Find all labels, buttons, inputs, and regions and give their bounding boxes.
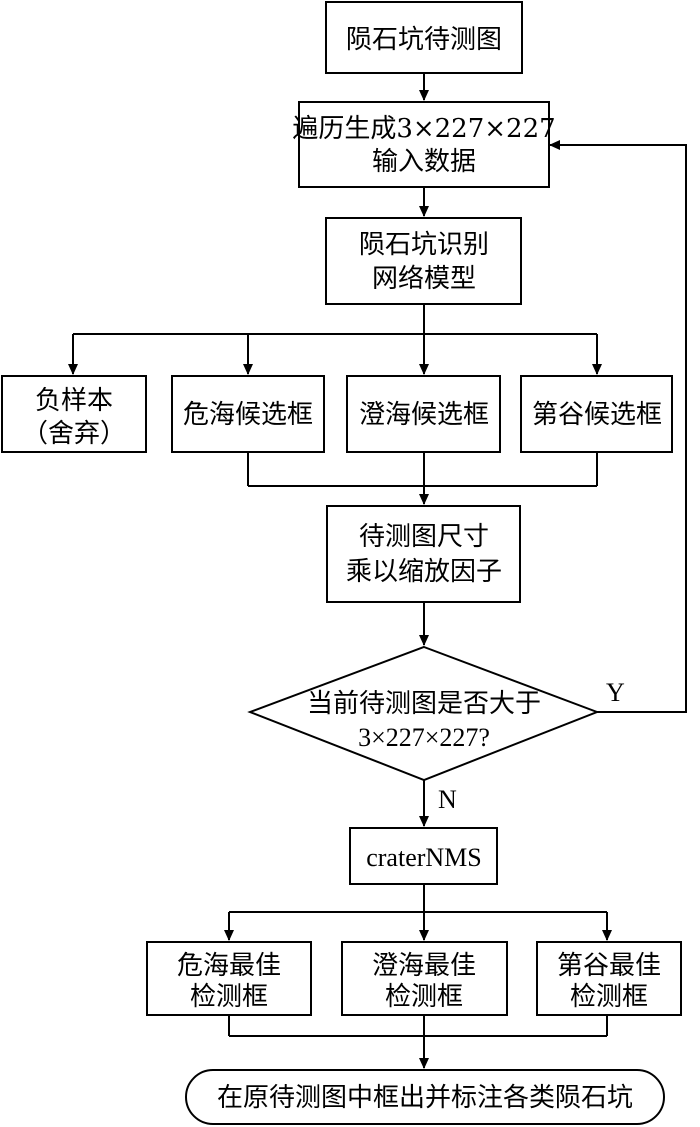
best-wei-line2: 检测框 <box>190 982 268 1012</box>
best-cheng-node: 澄海最佳 检测框 <box>341 941 508 1016</box>
best-wei-node: 危海最佳 检测框 <box>146 941 312 1016</box>
start-node: 陨石坑待测图 <box>325 1 523 74</box>
candidate-di-label: 第谷候选框 <box>532 400 662 430</box>
traverse-node-line2: 输入数据 <box>372 147 476 177</box>
candidate-wei-node: 危海候选框 <box>171 375 325 453</box>
yes-label: Y <box>606 678 625 707</box>
crater-nms-node: craterNMS <box>349 827 498 885</box>
no-label: N <box>438 785 457 814</box>
best-di-node: 第谷最佳 检测框 <box>536 941 682 1016</box>
candidate-wei-label: 危海候选框 <box>183 400 313 430</box>
best-wei-line1: 危海最佳 <box>177 951 281 981</box>
traverse-node-line1: 遍历生成3×227×227 <box>292 114 555 144</box>
negative-sample-node: 负样本 （舍弃） <box>1 375 147 453</box>
scale-node-line1: 待测图尺寸 <box>359 522 489 552</box>
negative-sample-line2: （舍弃） <box>22 419 126 449</box>
best-cheng-line2: 检测框 <box>385 982 463 1012</box>
candidate-di-node: 第谷候选框 <box>520 375 673 453</box>
decision-node: 当前待测图是否大于 3×227×227? <box>247 645 600 782</box>
best-di-line1: 第谷最佳 <box>557 951 661 981</box>
end-node-label: 在原待测图中框出并标注各类陨石坑 <box>217 1083 633 1113</box>
model-node-line2: 网络模型 <box>372 264 476 294</box>
decision-node-line1: 当前待测图是否大于 <box>307 689 541 719</box>
edge-yes-loop <box>549 140 687 713</box>
scale-node-line2: 乘以缩放因子 <box>346 557 502 587</box>
crater-nms-label: craterNMS <box>366 843 482 872</box>
start-node-label: 陨石坑待测图 <box>346 25 502 55</box>
traverse-node: 遍历生成3×227×227 输入数据 <box>292 101 556 188</box>
decision-node-line2: 3×227×227? <box>358 723 490 752</box>
model-node: 陨石坑识别 网络模型 <box>325 217 522 305</box>
candidate-cheng-label: 澄海候选框 <box>359 400 489 430</box>
connectors <box>68 73 687 1069</box>
scale-node: 待测图尺寸 乘以缩放因子 <box>326 505 521 603</box>
negative-sample-line1: 负样本 <box>35 386 113 416</box>
end-node: 在原待测图中框出并标注各类陨石坑 <box>185 1069 665 1125</box>
model-node-line1: 陨石坑识别 <box>359 230 489 260</box>
best-di-line2: 检测框 <box>570 982 648 1012</box>
best-cheng-line1: 澄海最佳 <box>372 951 476 981</box>
candidate-cheng-node: 澄海候选框 <box>346 375 501 453</box>
